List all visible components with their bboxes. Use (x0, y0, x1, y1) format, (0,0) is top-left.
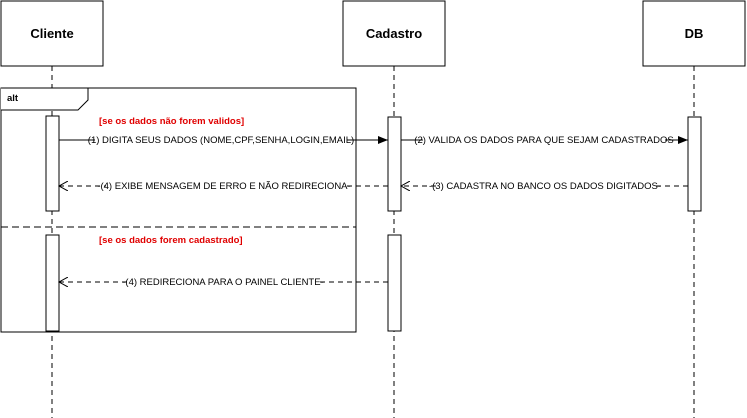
guard-1: [se os dados não forem validos] (99, 116, 244, 127)
alt-operator-label: alt (7, 93, 19, 104)
message-3: -(3) CADASTRA NO BANCO OS DADOS DIGITADO… (401, 179, 688, 192)
guard-2: [se os dados forem cadastrado] (99, 235, 243, 246)
message-4-label: -(4) EXIBE MENSAGEM DE ERRO E NÃO REDIRE… (97, 181, 350, 192)
message-4: -(4) EXIBE MENSAGEM DE ERRO E NÃO REDIRE… (59, 179, 388, 192)
message-3-label: -(3) CADASTRA NO BANCO OS DADOS DIGITADO… (429, 181, 661, 192)
message-2-label: (2) VALIDA OS DADOS PARA QUE SEJAM CADAS… (414, 135, 673, 146)
actor-db-label: DB (685, 26, 704, 41)
message-2: (2) VALIDA OS DADOS PARA QUE SEJAM CADAS… (401, 133, 688, 146)
activation-cadastro-2 (387, 234, 402, 332)
actor-cliente-label: Cliente (30, 26, 73, 41)
actor-cadastro-label: Cadastro (366, 26, 422, 41)
message-1: (1) DIGITA SEUS DADOS (NOME,CPF,SENHA,LO… (59, 133, 388, 146)
activation-cliente-1 (45, 115, 60, 212)
message-5-label: -(4) REDIRECIONA PARA O PAINEL CLIENTE- (122, 277, 323, 288)
activation-cliente-2 (45, 234, 60, 332)
activation-db-1 (687, 116, 702, 212)
message-1-label: (1) DIGITA SEUS DADOS (NOME,CPF,SENHA,LO… (88, 135, 354, 146)
message-5: -(4) REDIRECIONA PARA O PAINEL CLIENTE- (59, 275, 388, 288)
alt-frame: alt (0, 87, 357, 333)
actor-cliente: Cliente (0, 0, 104, 67)
activation-cadastro-1 (387, 116, 402, 212)
actor-cadastro: Cadastro (342, 0, 446, 67)
alt-frame-tab (1, 87, 89, 111)
actor-db: DB (642, 0, 746, 67)
